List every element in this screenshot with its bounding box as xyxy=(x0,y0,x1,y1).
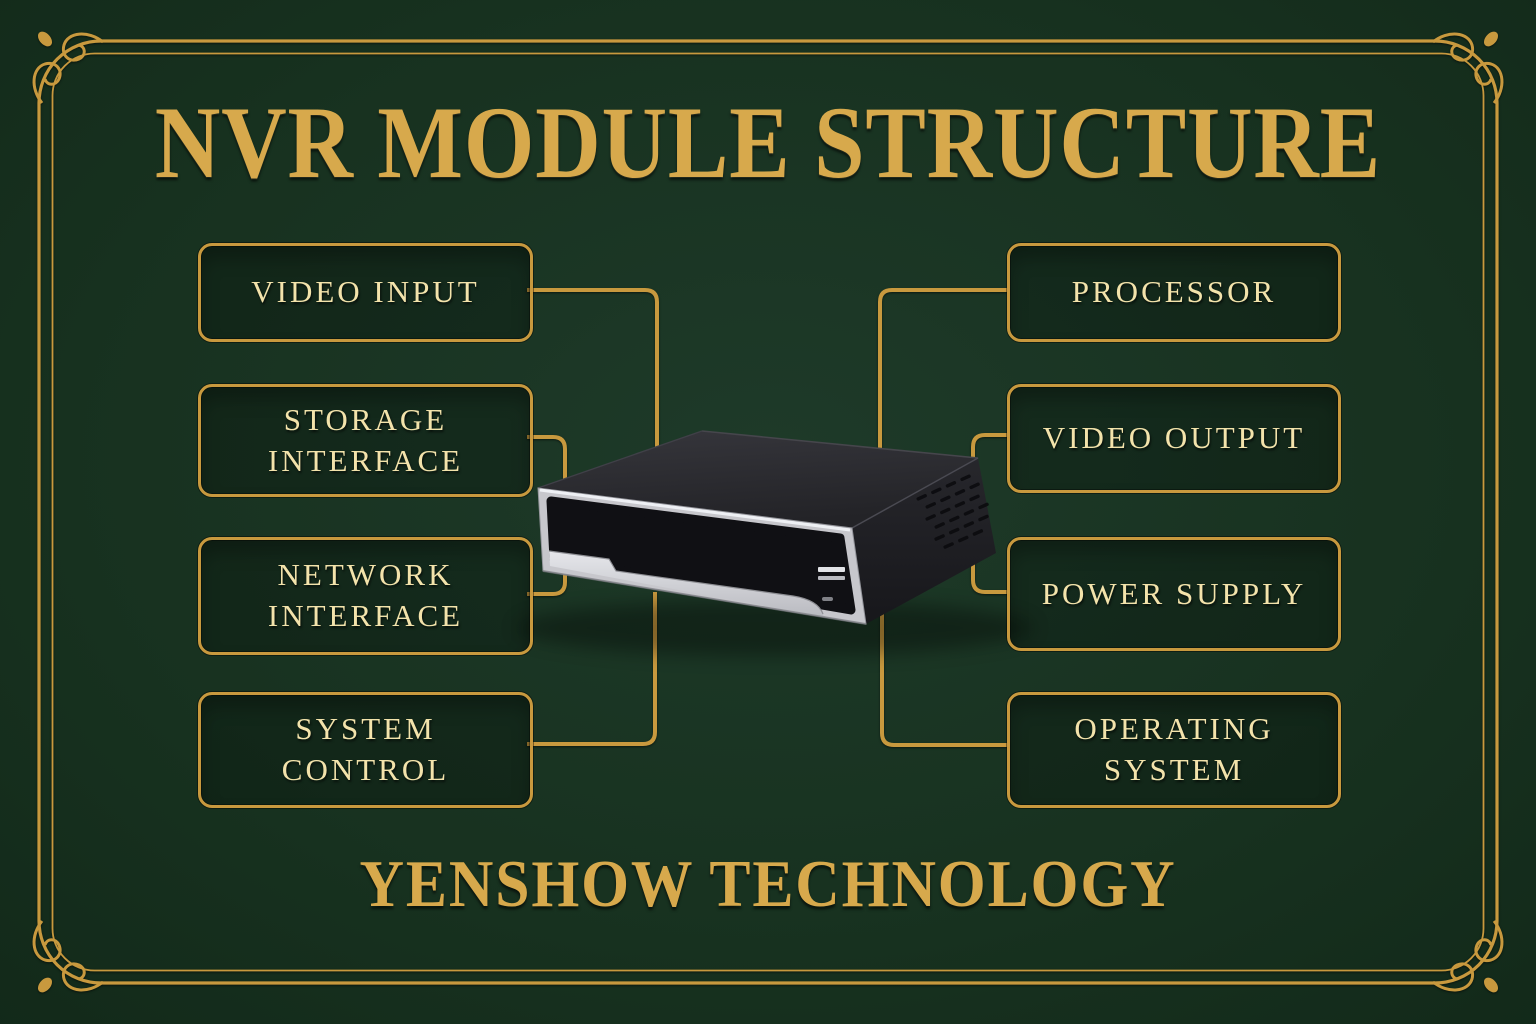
device-usb-port xyxy=(818,567,845,580)
device-side-face xyxy=(852,458,996,624)
connector-storage xyxy=(527,435,567,486)
device-top-face xyxy=(538,431,978,528)
connector-video-input xyxy=(527,288,659,452)
decorative-frame xyxy=(32,27,1504,997)
connector-lines xyxy=(527,288,1009,747)
connector-power-supply xyxy=(971,556,1009,594)
connector-video-output xyxy=(971,433,1009,461)
connector-operating-system xyxy=(880,610,1009,747)
module-label: POWER SUPPLY xyxy=(1041,575,1307,611)
module-label: VIDEO INPUT xyxy=(251,274,480,310)
module-box-processor: PROCESSOR xyxy=(1007,243,1341,342)
module-box-storage-interface: STORAGE INTERFACE xyxy=(198,384,533,497)
device-shadow xyxy=(517,600,1033,656)
nvr-device-illustration xyxy=(517,430,1033,656)
device-front-panel xyxy=(546,496,856,615)
module-label: VIDEO OUTPUT xyxy=(1042,420,1306,456)
page-title: NVR MODULE STRUCTURE xyxy=(154,86,1382,200)
module-box-network-interface: NETWORK INTERFACE xyxy=(198,537,533,655)
brand-footer: YENSHOW TECHNOLOGY xyxy=(359,847,1177,921)
module-box-power-supply: POWER SUPPLY xyxy=(1007,537,1341,651)
module-box-video-input: VIDEO INPUT xyxy=(198,243,533,342)
connector-network xyxy=(527,572,567,596)
device-front-trim xyxy=(549,551,824,617)
device-vent-grille xyxy=(916,474,989,549)
module-label: OPERATING SYSTEM xyxy=(1074,711,1274,787)
module-label: PROCESSOR xyxy=(1071,274,1277,310)
module-box-system-control: SYSTEM CONTROL xyxy=(198,692,533,808)
module-label: NETWORK INTERFACE xyxy=(267,557,464,633)
module-label: SYSTEM CONTROL xyxy=(281,711,450,787)
connector-system-control xyxy=(527,592,657,746)
module-label: STORAGE INTERFACE xyxy=(267,401,464,478)
module-box-video-output: VIDEO OUTPUT xyxy=(1007,384,1341,493)
module-box-operating-system: OPERATING SYSTEM xyxy=(1007,692,1341,808)
device-led-indicator xyxy=(822,597,833,601)
connector-processor xyxy=(878,288,1009,452)
